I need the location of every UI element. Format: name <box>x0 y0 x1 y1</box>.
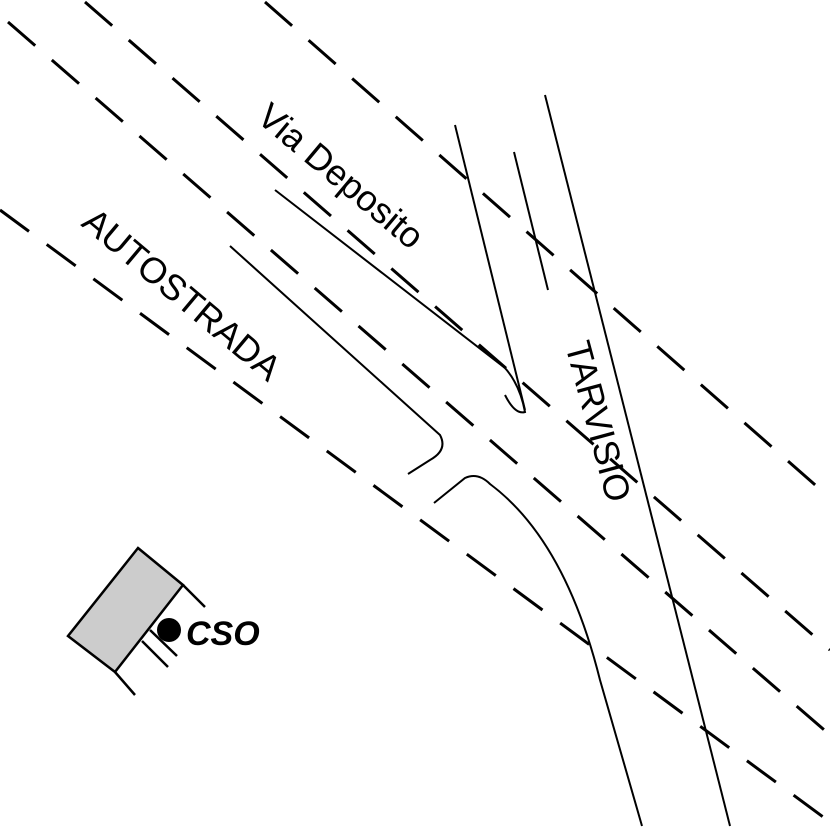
tarvisio-line-2 <box>513 151 549 291</box>
via-deposito-label: Via Deposito <box>250 95 432 257</box>
tarvisio-line-1 <box>454 124 526 411</box>
cso-building <box>66 546 206 696</box>
autostrada-label: AUTOSTRADA <box>75 200 289 389</box>
cso-marker-icon <box>157 618 181 642</box>
dashed-road-edge-2 <box>84 0 830 652</box>
tarvisio-curve-line <box>433 475 643 827</box>
autostrada-road-line <box>229 245 444 475</box>
via-deposito-road-line <box>274 189 527 414</box>
tarvisio-line-3 <box>544 94 731 827</box>
dashed-road-edge-3 <box>7 20 830 737</box>
cso-label: CSO <box>186 615 260 653</box>
dashed-road-edge-1 <box>264 0 830 500</box>
